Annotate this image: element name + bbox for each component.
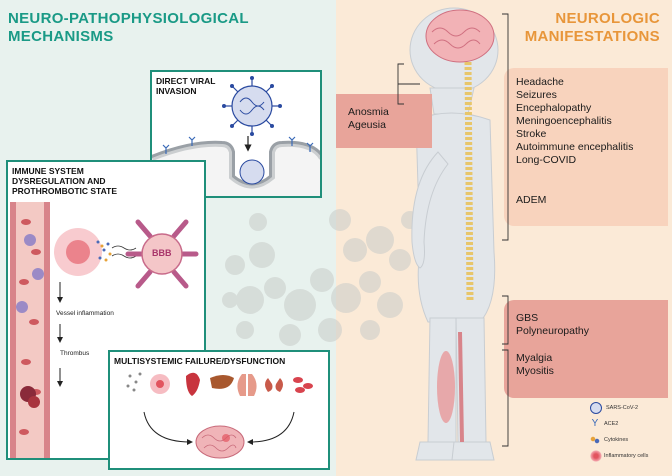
- cranial-list: Anosmia Ageusia: [348, 106, 389, 132]
- legend-item-inflammatory: Inflammatory cells: [590, 448, 670, 464]
- manif-encephalopathy: Encephalopathy: [516, 102, 592, 114]
- cytokines-legend-icon: [590, 435, 600, 445]
- cranial-band: [336, 94, 432, 148]
- manif-stroke: Stroke: [516, 128, 547, 140]
- organs-illustration: [126, 372, 313, 459]
- virus-particles-icon: [126, 372, 142, 392]
- manif-myositis: Myositis: [516, 365, 554, 377]
- cytokines-icon: [96, 240, 110, 260]
- legend-label-ace2: ACE2: [604, 421, 619, 427]
- immune-title-line3: PROTHROMBOTIC STATE: [12, 186, 117, 196]
- pns-list: GBS Polyneuropathy: [516, 312, 589, 338]
- viral-title-line1: DIRECT VIRAL: [156, 76, 216, 86]
- spine-icon: [464, 61, 474, 303]
- viral-title-line2: INVASION: [156, 86, 197, 96]
- pns-band: [504, 300, 668, 398]
- thrombus-label: Thrombus: [60, 350, 90, 357]
- manif-long-covid: Long-COVID: [516, 154, 577, 166]
- manif-adem: ADEM: [516, 194, 547, 206]
- legend-label-cytokines: Cytokines: [604, 437, 629, 443]
- viral-invasion-title: DIRECT VIRAL INVASION: [156, 76, 216, 96]
- nerve-icon: [458, 331, 464, 443]
- immune-title-line1: IMMUNE SYSTEM: [12, 166, 84, 176]
- manif-polyneuropathy: Polyneuropathy: [516, 325, 589, 337]
- manif-meningoencephalitis: Meningoencephalitis: [516, 115, 612, 127]
- brain-icon-child: [425, 9, 495, 63]
- bbb-label: BBB: [152, 248, 172, 258]
- legend-item-cytokines: Cytokines: [590, 432, 670, 448]
- legend-label-inflammatory: Inflammatory cells: [604, 453, 649, 459]
- header-left-line2: MECHANISMS: [8, 28, 114, 45]
- manifestations-header: NEUROLOGIC MANIFESTATIONS: [525, 10, 660, 46]
- ace2-icon: Y: [591, 418, 599, 429]
- immune-illustration: [10, 202, 199, 458]
- sars-cov-2-virus-icon: [222, 76, 282, 136]
- header-right-line1: NEUROLOGIC: [555, 10, 660, 27]
- child-figure: [409, 7, 499, 461]
- lungs-icon: [237, 374, 257, 396]
- header-left-line1: NEURO-PATHOPHYSIOLOGICAL: [8, 10, 249, 27]
- inflammatory-cells-legend-icon: [590, 450, 602, 462]
- cns-band: [504, 68, 668, 226]
- manif-gbs: GBS: [516, 312, 539, 324]
- manif-autoimmune-encephalitis: Autoimmune encephalitis: [516, 141, 634, 153]
- legend-item-sars: SARS-CoV-2: [590, 400, 670, 416]
- cns-list: Headache Seizures Encephalopathy Meningo…: [516, 76, 633, 167]
- muscle-icon: [437, 351, 455, 423]
- liver-icon: [210, 375, 234, 389]
- multisystemic-title: MULTISYSTEMIC FAILURE/DYSFUNCTION: [114, 356, 286, 366]
- immune-dysregulation-box: IMMUNE SYSTEM DYSREGULATION AND PROTHROM…: [6, 160, 206, 460]
- ace2-receptor-icons: [162, 136, 314, 154]
- manif-myalgia: Myalgia: [516, 352, 553, 364]
- manif-anosmia: Anosmia: [348, 106, 389, 118]
- vessel-inflammation-label: Vessel inflammation: [56, 310, 114, 317]
- manif-seizures: Seizures: [516, 89, 557, 101]
- legend-label-sars: SARS-CoV-2: [606, 405, 639, 411]
- legend: SARS-CoV-2 Y ACE2 Cytokines Inflammatory…: [590, 400, 670, 464]
- manif-headache: Headache: [516, 76, 564, 88]
- mechanisms-header: NEURO-PATHOPHYSIOLOGICAL MECHANISMS: [8, 10, 249, 46]
- immune-title: IMMUNE SYSTEM DYSREGULATION AND PROTHROM…: [12, 166, 117, 196]
- header-right-line2: MANIFESTATIONS: [524, 28, 660, 45]
- multisystemic-box: MULTISYSTEMIC FAILURE/DYSFUNCTION: [108, 350, 330, 470]
- brain-icon: [195, 425, 245, 459]
- bbb-icon: [125, 219, 199, 289]
- sars-cov-2-icon: [590, 402, 602, 414]
- thrombus-icon: [20, 386, 40, 408]
- manif-ageusia: Ageusia: [348, 119, 386, 131]
- muscle-list: Myalgia Myositis: [516, 352, 554, 378]
- kidneys-icon: [265, 378, 283, 392]
- inflammatory-cells-icon: [16, 234, 44, 313]
- heart-icon: [186, 372, 200, 396]
- immune-title-line2: DYSREGULATION AND: [12, 176, 106, 186]
- red-blood-cells-icon: [293, 377, 313, 393]
- legend-item-ace2: Y ACE2: [590, 416, 670, 432]
